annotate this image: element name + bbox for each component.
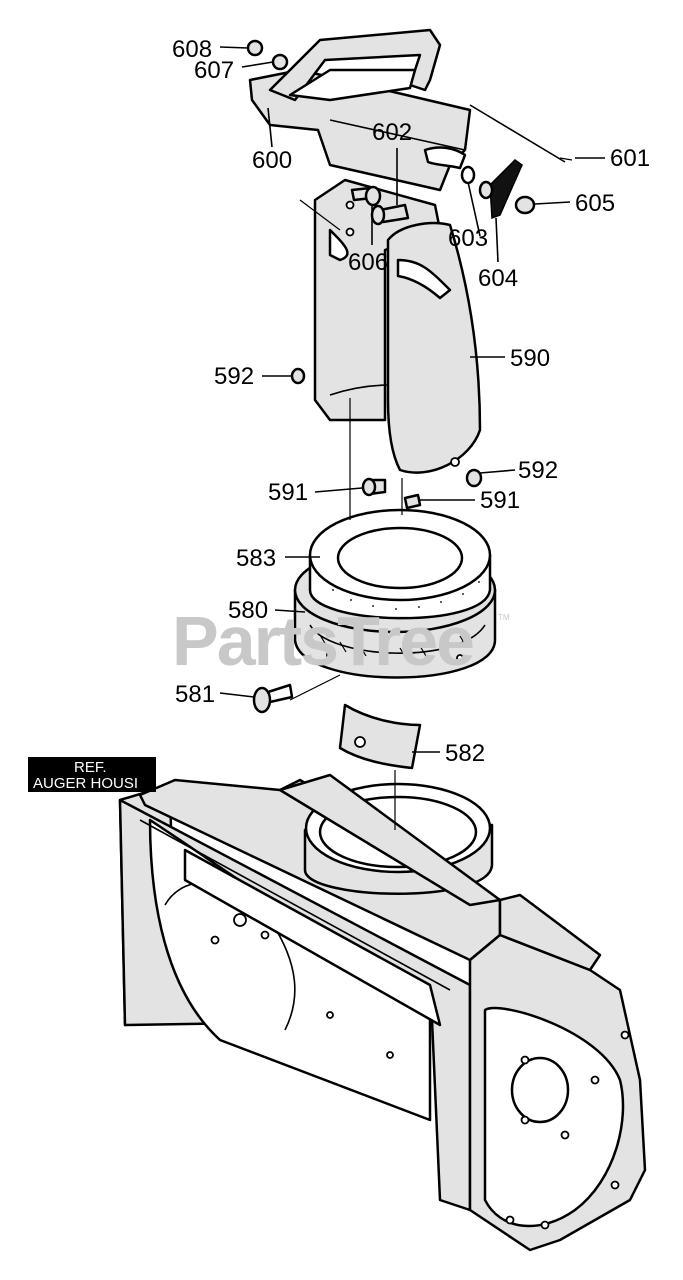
reference-box: REF. AUGER HOUSI — [28, 757, 156, 792]
callout-602: 602 — [372, 119, 412, 146]
callout-580: 580 — [228, 597, 268, 624]
callout-601: 601 — [610, 145, 650, 172]
watermark-tm: TM — [498, 613, 510, 622]
callout-591-right: 591 — [480, 487, 520, 514]
callout-582: 582 — [445, 740, 485, 767]
chute-lower-pieces — [252, 477, 422, 770]
callout-581: 581 — [175, 681, 215, 708]
callout-606: 606 — [348, 249, 388, 276]
watermark: PartsTree — [172, 602, 473, 680]
auger-housing — [118, 773, 647, 1252]
callout-590: 590 — [510, 345, 550, 372]
chute-ring-assembly — [293, 508, 497, 679]
reference-line-1: REF. — [74, 759, 107, 776]
callout-607: 607 — [194, 57, 234, 84]
callout-labels: 608 607 600 602 601 603 605 604 606 590 … — [172, 36, 650, 767]
callout-592-right: 592 — [518, 457, 558, 484]
leader-lines — [219, 46, 605, 830]
callout-603: 603 — [448, 225, 488, 252]
callout-604: 604 — [478, 265, 518, 292]
callout-608: 608 — [172, 36, 212, 63]
chute-upper — [290, 178, 483, 488]
callout-605: 605 — [575, 190, 615, 217]
reference-line-2: AUGER HOUSI — [33, 775, 138, 792]
deflector — [246, 28, 573, 220]
callout-592-left: 592 — [214, 363, 254, 390]
callout-600: 600 — [252, 147, 292, 174]
callout-591-left: 591 — [268, 479, 308, 506]
callout-583: 583 — [236, 545, 276, 572]
